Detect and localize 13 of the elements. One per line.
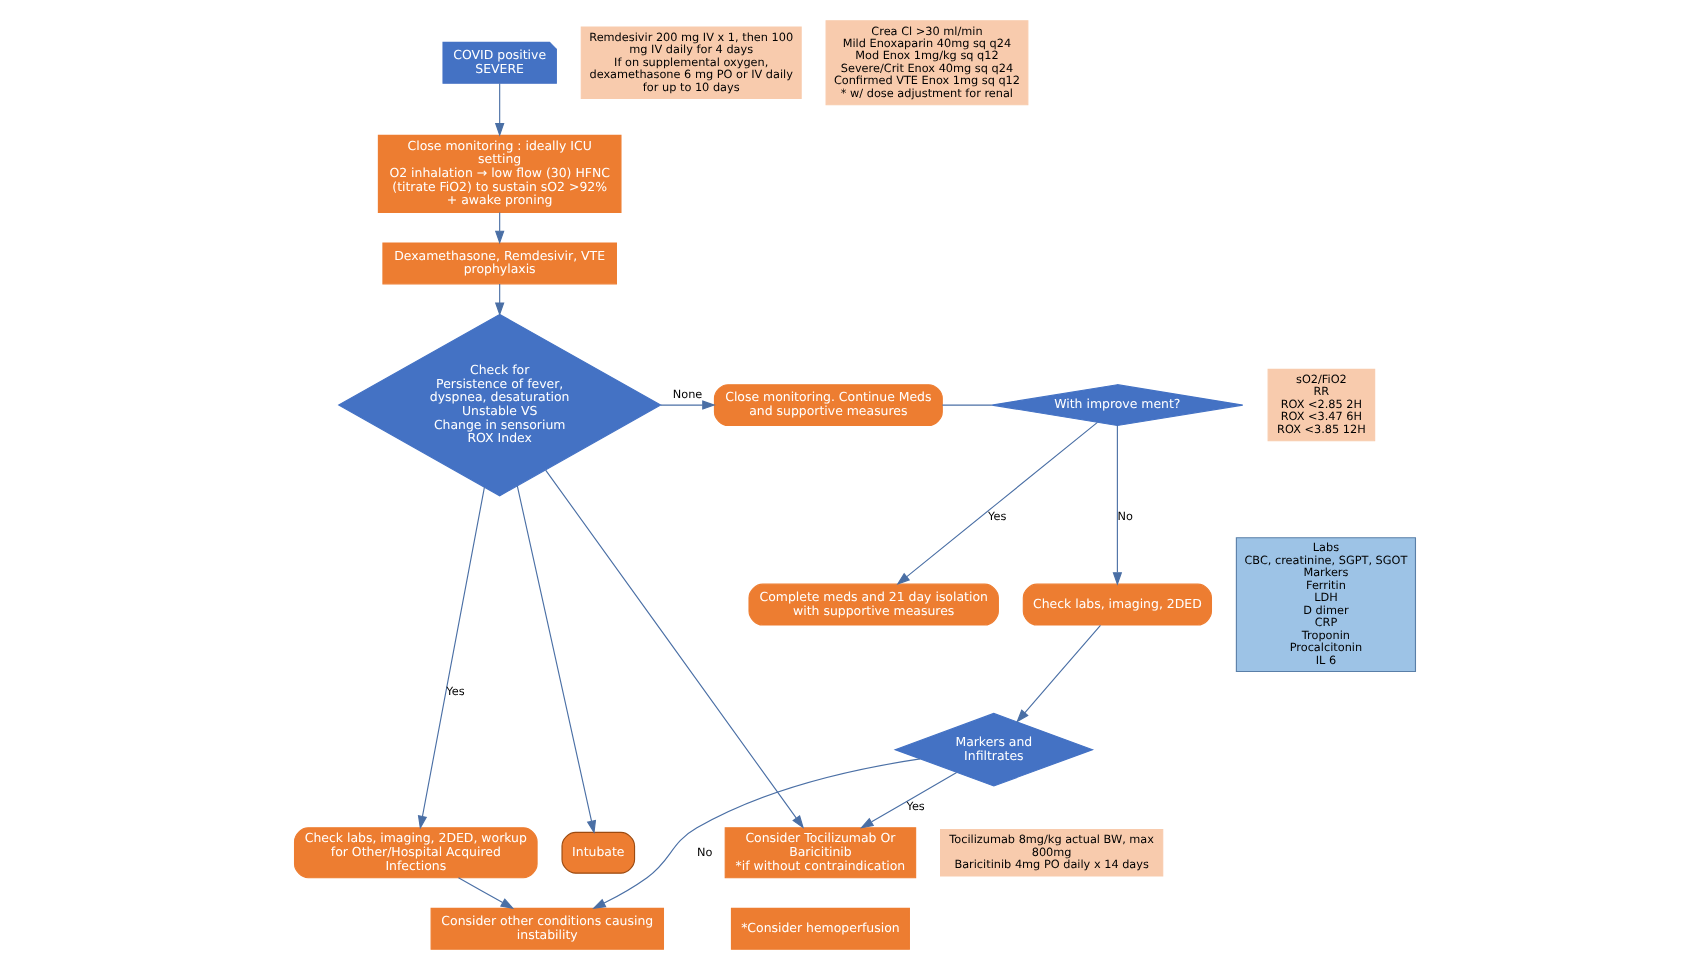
arrow bbox=[456, 877, 514, 910]
arrow bbox=[493, 283, 504, 316]
arrow bbox=[859, 771, 957, 829]
arrow bbox=[515, 485, 596, 834]
arrow bbox=[659, 400, 715, 410]
arrow bbox=[544, 469, 803, 829]
connector bbox=[940, 404, 992, 406]
arrow bbox=[1111, 424, 1122, 586]
arrow bbox=[1015, 624, 1101, 723]
arrow bbox=[493, 211, 504, 245]
arrow bbox=[493, 82, 504, 137]
arrow bbox=[895, 421, 1097, 585]
arrow bbox=[416, 486, 484, 830]
